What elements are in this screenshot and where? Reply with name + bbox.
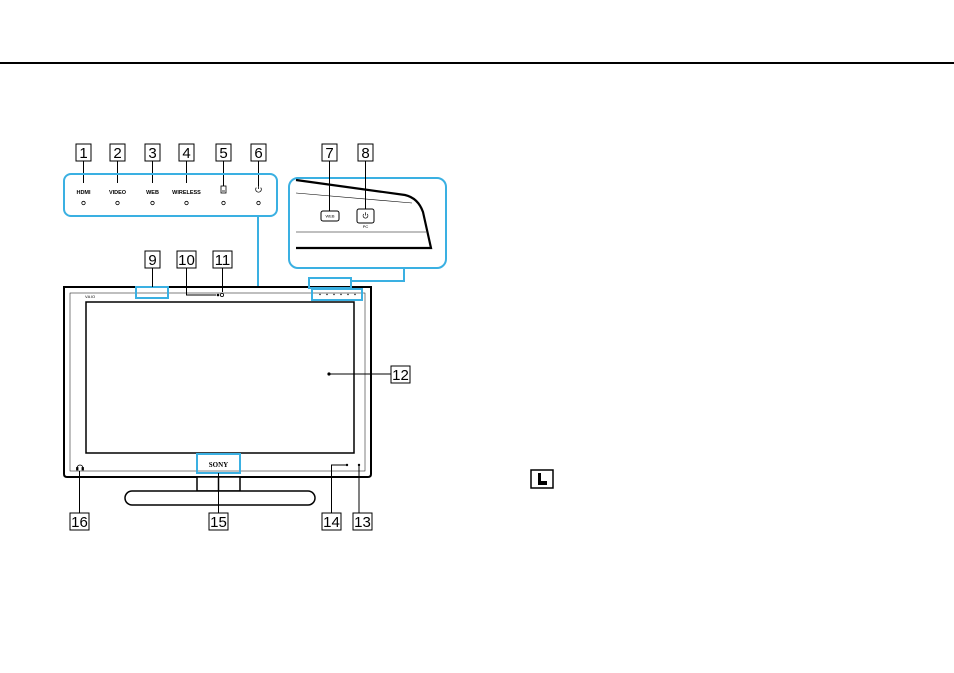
callout-8: 8 [358, 144, 373, 162]
callout-3: 3 [145, 144, 160, 162]
svg-text:1: 1 [79, 145, 87, 162]
svg-text:5: 5 [219, 145, 227, 162]
power-icon [256, 186, 262, 193]
svg-text:2: 2 [113, 145, 121, 162]
callout-1: 1 [76, 144, 91, 162]
callout-2: 2 [110, 144, 125, 162]
web-button-label: WEB [325, 214, 334, 219]
svg-text:15: 15 [210, 514, 227, 531]
svg-text:11: 11 [215, 252, 231, 269]
svg-text:7: 7 [325, 145, 333, 162]
pc-label: PC [363, 224, 369, 229]
callout-6: 6 [251, 144, 266, 162]
led-panel-outline [64, 174, 277, 216]
camera-lens [220, 293, 223, 296]
callout-5: 5 [216, 144, 231, 162]
web-led-label: WEB [146, 190, 159, 196]
callout-12: 12 [391, 366, 410, 384]
svg-text:16: 16 [71, 514, 88, 531]
power-button[interactable] [357, 209, 374, 223]
monitor-stand [125, 477, 315, 505]
svg-text:13: 13 [354, 514, 371, 531]
callout-7: 7 [322, 144, 337, 162]
led-indicators [82, 201, 260, 204]
svg-text:9: 9 [148, 252, 156, 269]
svg-text:10: 10 [178, 252, 195, 269]
screen [86, 302, 354, 453]
callout-15: 15 [209, 513, 228, 531]
callout-11: 11 [213, 251, 232, 269]
hdmi-led-label: HDMI [76, 190, 91, 196]
camera-led [217, 294, 220, 297]
wireless-led-label: WIRELESS [172, 190, 201, 196]
sony-logo: SONY [209, 461, 228, 469]
svg-text:8: 8 [361, 145, 369, 162]
svg-text:12: 12 [392, 367, 409, 384]
callout-16: 16 [70, 513, 89, 531]
callout-14: 14 [322, 513, 341, 531]
disc-drive-icon [221, 186, 226, 193]
connector-lines [258, 216, 404, 296]
callout-4: 4 [179, 144, 194, 162]
callout-10: 10 [177, 251, 196, 269]
svg-text:4: 4 [182, 145, 190, 162]
vaio-logo: VAIO [85, 294, 95, 299]
note-icon [531, 470, 553, 488]
svg-text:6: 6 [254, 145, 262, 162]
video-led-label: VIDEO [109, 190, 127, 196]
callout-13: 13 [353, 513, 372, 531]
svg-text:14: 14 [323, 514, 340, 531]
svg-text:3: 3 [148, 145, 156, 162]
callout-9: 9 [145, 251, 160, 269]
